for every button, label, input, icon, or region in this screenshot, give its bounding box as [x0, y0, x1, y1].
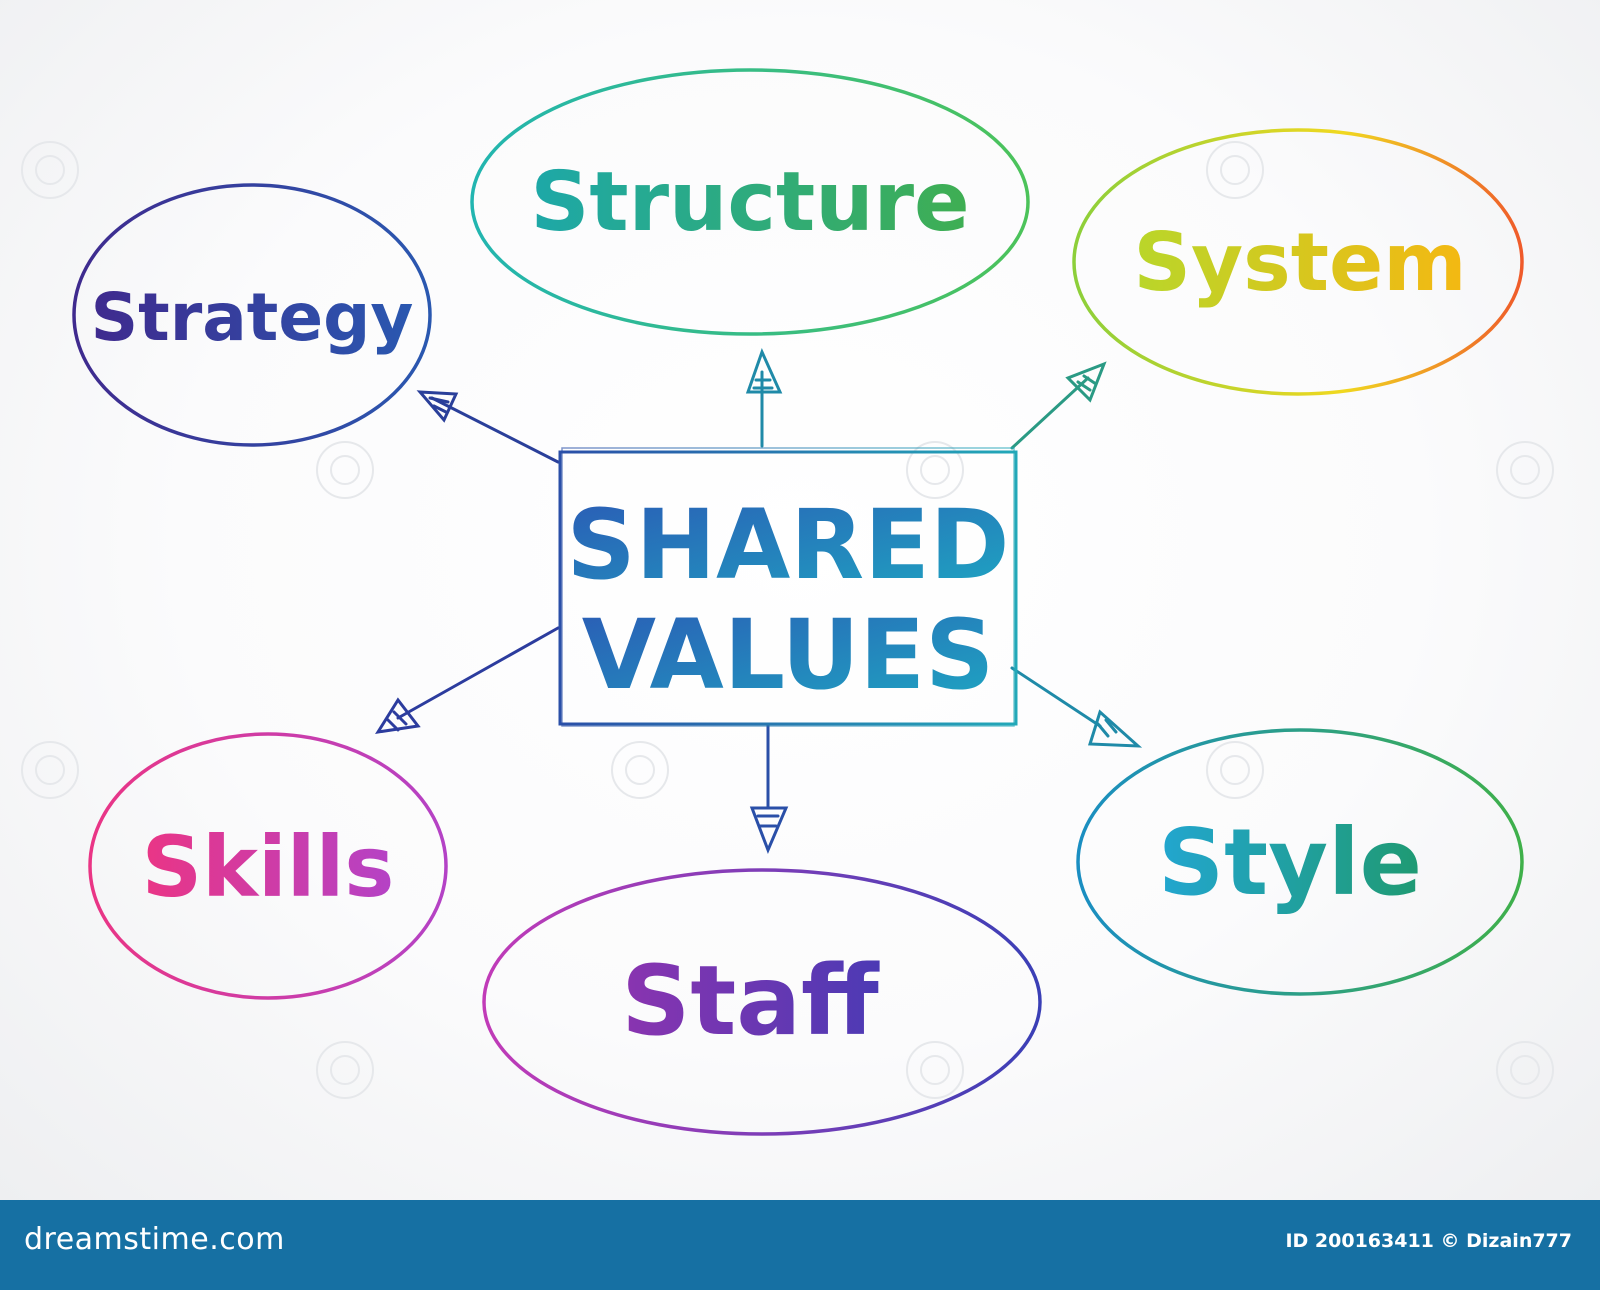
structure-label: Structure [530, 155, 969, 250]
footer-credit: ID 200163411 © Dizain777 [1285, 1230, 1572, 1252]
node-style: Style [1076, 728, 1524, 996]
center-box [558, 450, 1018, 726]
watermark-pattern [21, 141, 1554, 1099]
node-strategy: Strategy [72, 183, 432, 447]
staff-label: Staff [621, 945, 880, 1057]
strategy-ellipse [72, 183, 432, 447]
mind-map-diagram: SHARED VALUES Strategy Structure System … [21, 68, 1554, 1136]
center-label-line1: SHARED [567, 489, 1010, 601]
system-ellipse [1072, 128, 1524, 396]
skills-label: Skills [142, 818, 395, 916]
center-label-line2: VALUES [582, 599, 995, 711]
node-skills: Skills [88, 732, 448, 1000]
arrow-to-system [1010, 361, 1107, 450]
center-node: SHARED VALUES [558, 447, 1018, 727]
arrow-to-style [1010, 666, 1143, 748]
footer-bar: dreamstime.com ID 200163411 © Dizain777 [0, 1200, 1600, 1290]
arrow-to-strategy [416, 390, 560, 464]
diagram-canvas: SHARED VALUES Strategy Structure System … [0, 0, 1600, 1200]
staff-ellipse [482, 868, 1042, 1136]
system-label: System [1133, 216, 1466, 309]
footer-brand: dreamstime.com [24, 1222, 285, 1257]
strategy-label: Strategy [91, 279, 414, 356]
connectors [375, 347, 1143, 854]
skills-ellipse [88, 732, 448, 1000]
arrow-to-structure [745, 347, 783, 448]
arrow-to-skills [375, 626, 560, 734]
arrow-to-staff [749, 722, 789, 854]
style-ellipse [1076, 728, 1524, 996]
structure-ellipse [470, 68, 1030, 336]
node-structure: Structure [470, 68, 1030, 336]
node-staff: Staff [482, 868, 1042, 1136]
style-label: Style [1158, 809, 1422, 916]
node-system: System [1072, 128, 1524, 396]
